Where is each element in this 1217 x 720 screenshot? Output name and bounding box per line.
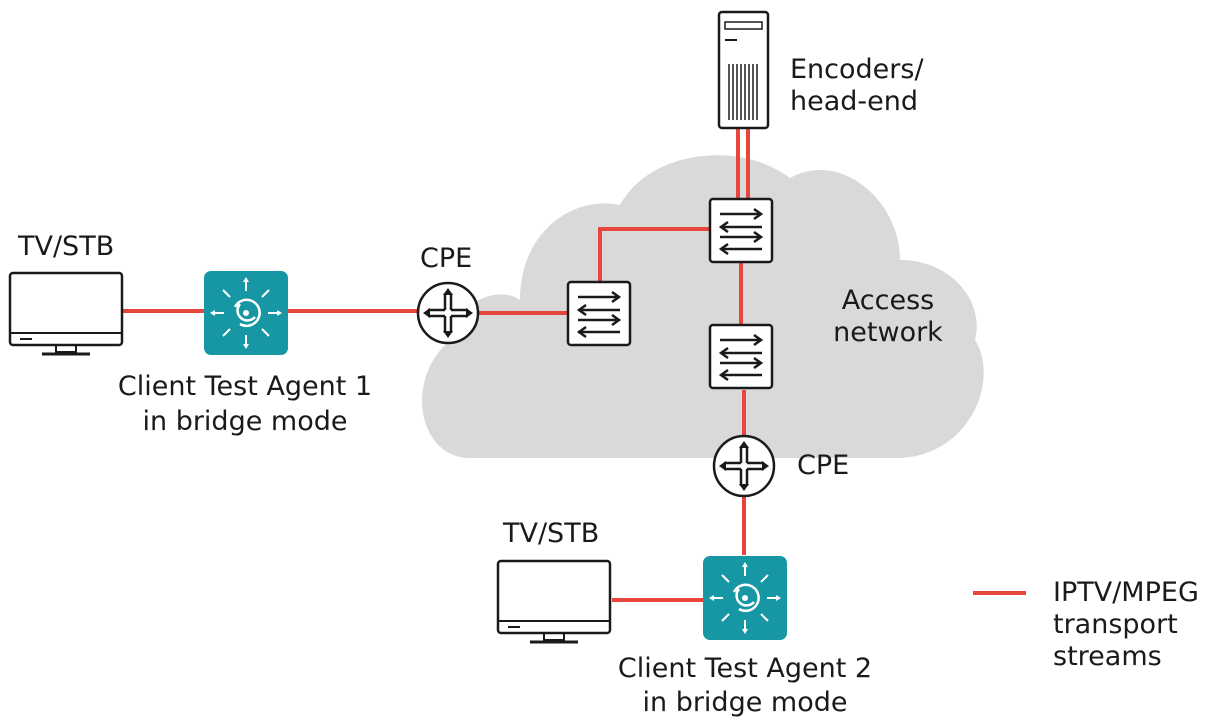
left-tv-label: TV/STB — [18, 231, 115, 262]
agent-2-label-line1: Client Test Agent 2 — [617, 653, 873, 684]
tv-monitor-left-icon — [8, 271, 124, 356]
access-network-label-line1: Access — [841, 285, 935, 316]
agent-1-label-line1: Client Test Agent 1 — [117, 371, 373, 402]
link-switch-left-switch-top — [598, 227, 712, 282]
cpe-left-router-icon — [416, 281, 480, 345]
encoders-label: Encoders/ head-end — [790, 54, 924, 118]
agent-2-label: Client Test Agent 2 in bridge mode — [604, 652, 886, 720]
agent-1-label-line2: in bridge mode — [142, 406, 348, 437]
switch-top-icon — [708, 197, 774, 264]
access-network-label-line2: network — [833, 317, 943, 348]
switch-middle-icon — [708, 323, 774, 390]
agent-1-label: Client Test Agent 1 in bridge mode — [104, 369, 386, 439]
encoders-label-line1: Encoders/ — [790, 54, 924, 85]
agent-2-label-line2: in bridge mode — [642, 687, 848, 718]
cpe-bottom-router-icon — [712, 434, 776, 498]
client-test-agent-2-icon — [703, 556, 787, 640]
cpe-bottom-label: CPE — [797, 450, 850, 481]
access-network-label: Access network — [828, 285, 948, 349]
switch-left-icon — [566, 280, 632, 347]
access-network-cloud — [422, 155, 984, 458]
legend-label-line2: transport — [1053, 609, 1178, 640]
bottom-tv-label: TV/STB — [503, 518, 600, 549]
legend-label: IPTV/MPEG transport streams — [1053, 577, 1199, 673]
encoder-server-icon — [717, 10, 770, 130]
tv-monitor-bottom-icon — [496, 559, 612, 644]
legend-label-line3: streams — [1053, 641, 1162, 672]
client-test-agent-1-icon — [204, 271, 288, 355]
cpe-left-label: CPE — [420, 243, 473, 274]
iptv-links — [123, 128, 1026, 602]
encoders-label-line2: head-end — [790, 86, 919, 117]
legend-label-line1: IPTV/MPEG — [1053, 577, 1199, 608]
